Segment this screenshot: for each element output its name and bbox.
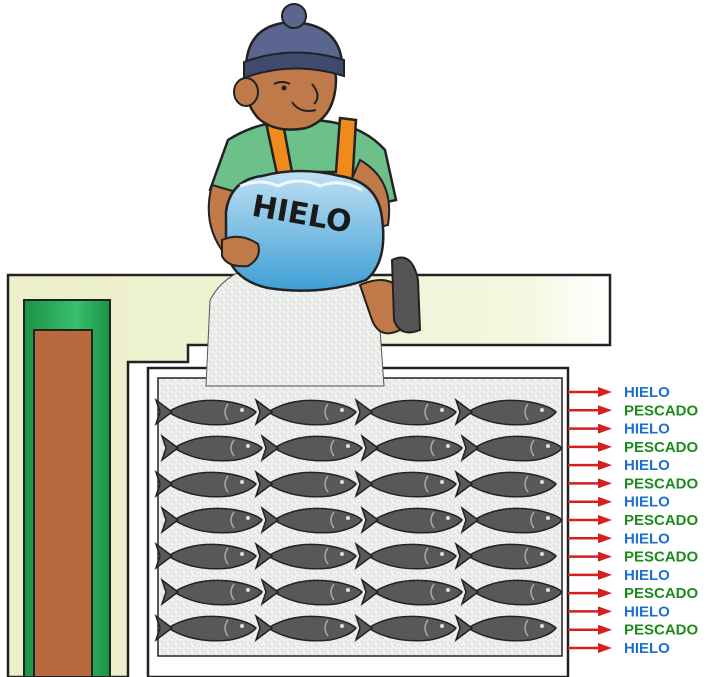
wooden-post <box>34 330 92 677</box>
hand <box>222 237 259 266</box>
label-pescado: PESCADO <box>624 585 699 602</box>
label-pescado: PESCADO <box>624 402 699 419</box>
label-hielo: HIELO <box>624 384 670 401</box>
arrow <box>568 387 612 397</box>
arrow <box>568 497 612 507</box>
ice-bag: HIELO <box>222 171 383 291</box>
label-hielo: HIELO <box>624 421 670 438</box>
hat-pompom <box>282 4 306 28</box>
label-hielo: HIELO <box>624 603 670 620</box>
arrow <box>568 515 612 525</box>
arrow <box>568 533 612 543</box>
arrow <box>568 460 612 470</box>
label-hielo: HIELO <box>624 494 670 511</box>
shoe <box>392 258 420 333</box>
arrow <box>568 424 612 434</box>
label-pescado: PESCADO <box>624 549 699 566</box>
arrow <box>568 643 612 653</box>
label-hielo: HIELO <box>624 457 670 474</box>
label-hielo: HIELO <box>624 530 670 547</box>
label-pescado: PESCADO <box>624 439 699 456</box>
label-pescado: PESCADO <box>624 475 699 492</box>
arrow <box>568 478 612 488</box>
layer-labels: HIELOPESCADOHIELOPESCADOHIELOPESCADOHIEL… <box>624 384 699 657</box>
arrow <box>568 625 612 635</box>
arrow <box>568 570 612 580</box>
label-pescado: PESCADO <box>624 622 699 639</box>
arrow <box>568 588 612 598</box>
ear <box>234 78 258 106</box>
arrow <box>568 405 612 415</box>
label-hielo: HIELO <box>624 567 670 584</box>
arrow <box>568 442 612 452</box>
label-hielo: HIELO <box>624 640 670 657</box>
arrow <box>568 552 612 562</box>
label-pescado: PESCADO <box>624 512 699 529</box>
arrow <box>568 606 612 616</box>
arrows <box>568 387 612 653</box>
